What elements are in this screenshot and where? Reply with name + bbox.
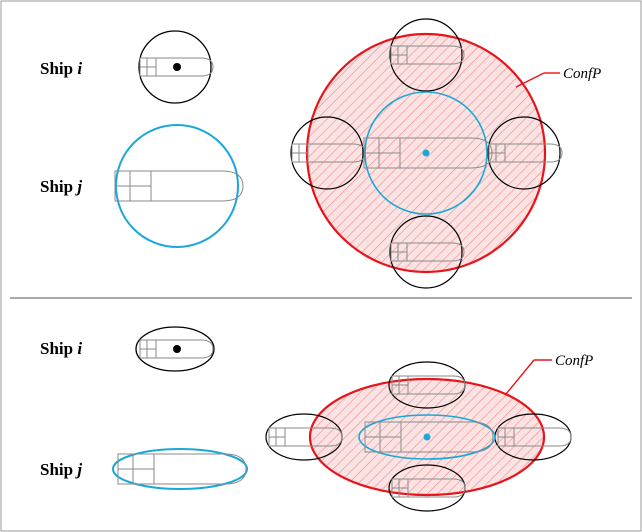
ship-j-label-bottom: Ship j	[40, 460, 82, 479]
ship-j-center-dot	[422, 149, 430, 157]
ship-i-label-top: Ship i	[40, 59, 82, 78]
ship-i-center-dot	[173, 63, 181, 71]
confp-label-bottom: ConfP	[555, 353, 593, 369]
ship-i-domain-ellipse	[135, 326, 215, 372]
ship-i-domain-east	[487, 116, 561, 190]
ship-j-domain-ellipse	[112, 448, 248, 490]
confp-label-top: ConfP	[563, 66, 601, 82]
ship-i-domain-north	[389, 18, 463, 92]
ship-i-domain-west	[290, 116, 364, 190]
ship-i-center-dot-bottom	[173, 345, 181, 353]
ship-i-domain-circle	[138, 30, 212, 104]
ship-j-hull	[114, 170, 244, 202]
ship-i-domain-south	[389, 215, 463, 289]
ship-j-center-dot-bottom	[423, 433, 431, 441]
confp-leader-top	[515, 72, 545, 88]
top-panel: Ship i Ship j ConfP	[40, 18, 601, 289]
ship-j-label-top: Ship j	[40, 177, 82, 196]
bottom-panel: Ship i Ship j ConfP	[40, 326, 593, 512]
confp-leader-bottom	[505, 359, 535, 395]
ship-j-hull-bottom	[117, 453, 247, 485]
ship-i-label-bottom: Ship i	[40, 339, 82, 358]
ship-j-domain-center-bottom	[358, 414, 496, 460]
